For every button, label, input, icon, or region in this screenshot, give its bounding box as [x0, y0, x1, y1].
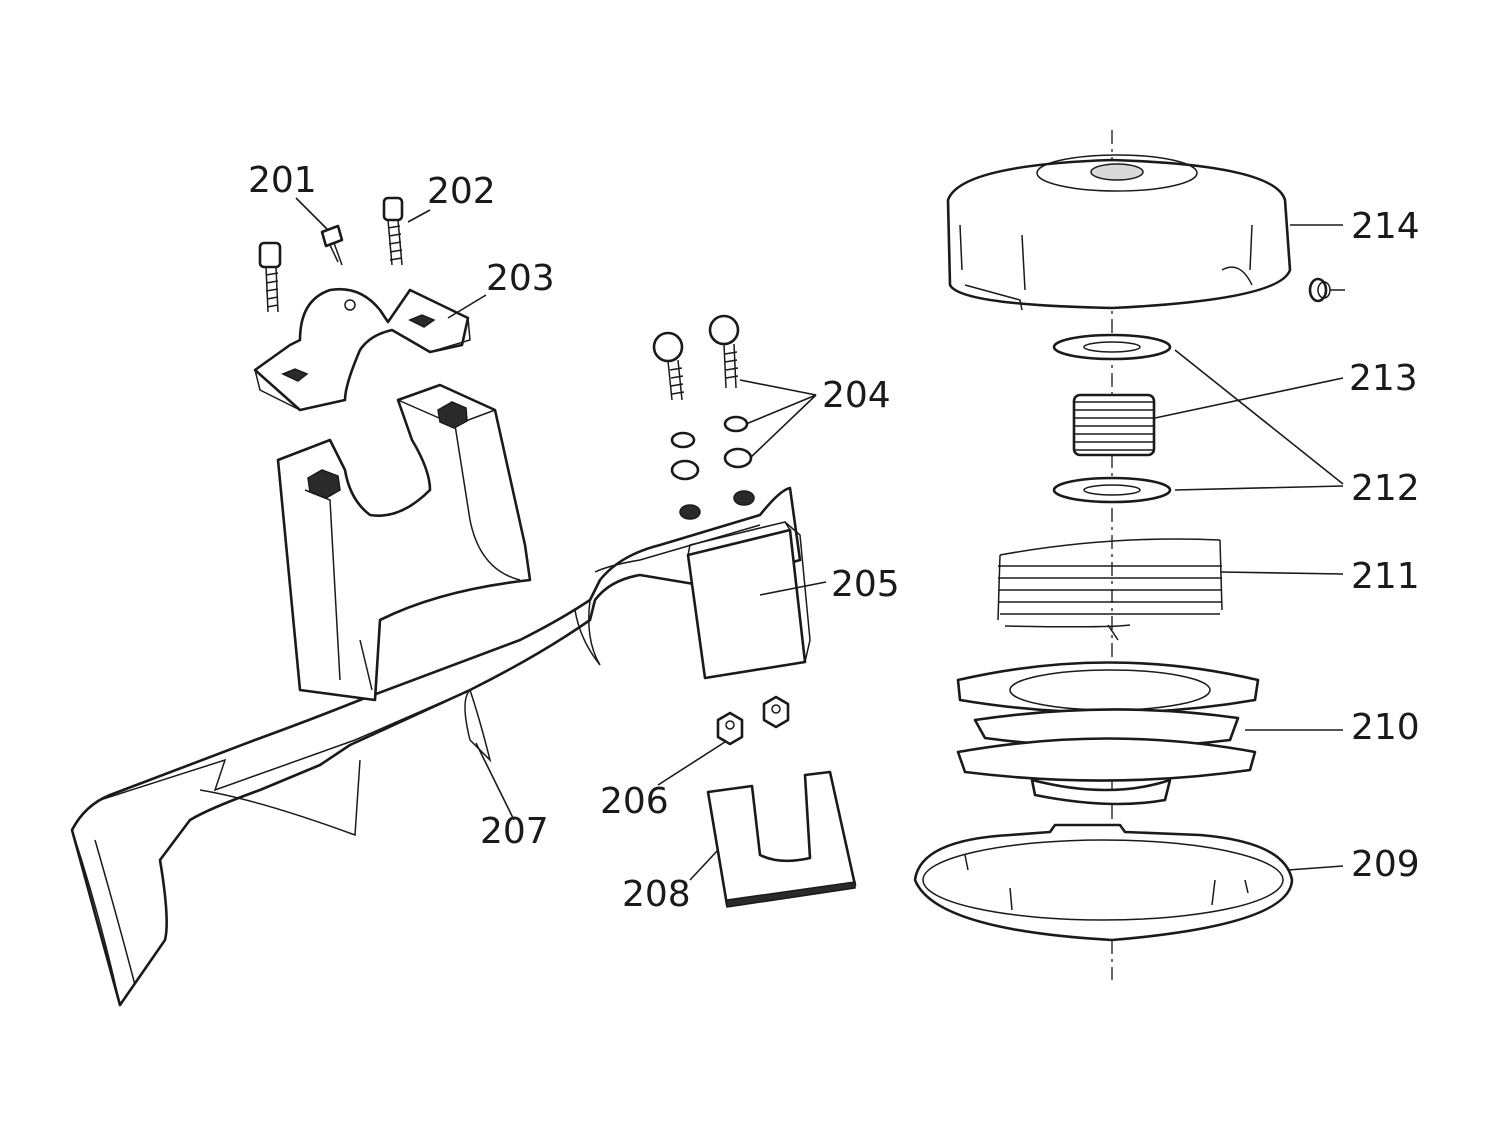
label-203: 203 [486, 258, 555, 299]
label-214: 214 [1351, 206, 1420, 247]
mounting-block [276, 383, 532, 702]
plate-205 [686, 521, 811, 680]
label-213: 213 [1349, 358, 1418, 399]
label-201: 201 [248, 160, 317, 201]
line-211 [997, 538, 1223, 641]
label-211: 211 [1351, 556, 1420, 597]
nuts-206 [716, 695, 790, 746]
label-209: 209 [1351, 844, 1420, 885]
label-207: 207 [480, 811, 549, 852]
clip-208 [706, 770, 857, 908]
housing-209 [913, 823, 1294, 942]
label-210: 210 [1351, 707, 1420, 748]
label-205: 205 [831, 564, 900, 605]
leader-lines [295, 197, 1344, 881]
cap-214 [946, 154, 1345, 311]
washers-212 [1052, 333, 1172, 504]
spring-213 [1072, 393, 1156, 457]
clamp-203 [253, 287, 471, 412]
bolt-201 [320, 224, 344, 266]
spool-210 [956, 661, 1260, 806]
bolt-202 [382, 196, 404, 266]
label-212: 212 [1351, 468, 1420, 509]
label-206: 206 [600, 781, 669, 822]
screws-204 [652, 314, 755, 520]
bolt-left [258, 241, 282, 313]
label-202: 202 [427, 171, 496, 212]
label-204: 204 [822, 375, 891, 416]
label-208: 208 [622, 874, 691, 915]
